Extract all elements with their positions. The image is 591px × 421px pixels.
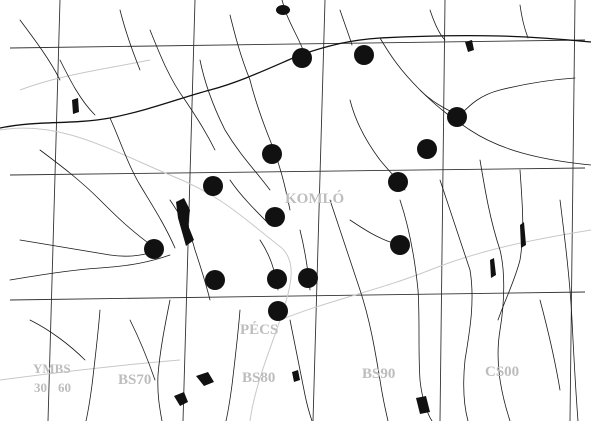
occurrence-dot xyxy=(144,239,164,259)
river-n8 xyxy=(519,4,529,39)
lake-1 xyxy=(276,5,290,15)
grid-label-bs90: BS90 xyxy=(362,366,395,382)
occurrence-dot xyxy=(292,48,312,68)
lake-8 xyxy=(416,396,430,414)
grid-line-h3 xyxy=(9,291,586,301)
lake-10 xyxy=(292,370,300,382)
river-c2 xyxy=(199,59,271,191)
road-1 xyxy=(0,127,292,421)
river-e1 xyxy=(479,159,511,421)
river-w1 xyxy=(109,117,176,249)
road-3 xyxy=(0,359,181,381)
road-4 xyxy=(19,59,151,91)
river-s3 xyxy=(157,299,171,421)
river-nw2 xyxy=(19,19,61,81)
grid-label-30: 30 xyxy=(34,380,47,395)
occurrence-dot xyxy=(268,301,288,321)
road-2 xyxy=(279,229,591,321)
river-n5 xyxy=(229,14,251,81)
occurrence-dots xyxy=(144,45,467,321)
river-c1 xyxy=(249,79,291,211)
occurrence-dot xyxy=(203,176,223,196)
river-e5 xyxy=(559,199,579,421)
town-label-komlo: KOMLÓ xyxy=(285,190,344,207)
lake-2 xyxy=(176,198,194,246)
roads xyxy=(0,59,591,421)
river-e2 xyxy=(497,169,524,321)
occurrence-dot xyxy=(298,268,318,288)
river-se1 xyxy=(329,199,389,421)
lake-5 xyxy=(520,222,526,248)
river-s1 xyxy=(289,319,313,421)
river-nw3 xyxy=(119,9,141,71)
occurrence-dot xyxy=(447,107,467,127)
occurrence-dot xyxy=(417,139,437,159)
river-s4 xyxy=(85,309,101,421)
river-n6 xyxy=(339,9,353,46)
grid-line-v4 xyxy=(439,0,446,421)
occurrence-dot xyxy=(205,270,225,290)
grid-label-bs80: BS80 xyxy=(242,370,275,386)
river-n4 xyxy=(459,77,576,116)
occurrence-dot xyxy=(354,45,374,65)
lake-6 xyxy=(490,258,496,278)
river-s2 xyxy=(225,309,241,421)
grid-line-v3 xyxy=(312,0,326,421)
grid-line-v5 xyxy=(569,0,576,421)
river-n7 xyxy=(429,9,446,41)
grid-label-cs00: CS00 xyxy=(485,364,519,380)
occurrence-dot xyxy=(265,207,285,227)
grid-label-bs70: BS70 xyxy=(118,372,151,388)
river-w4 xyxy=(9,254,171,281)
lake-3 xyxy=(196,372,214,386)
river-nw1 xyxy=(59,59,96,116)
water-bodies xyxy=(72,5,526,414)
occurrence-dot xyxy=(267,269,287,289)
lake-9 xyxy=(72,98,79,114)
river-w3 xyxy=(19,239,161,257)
utm-grid xyxy=(9,0,586,421)
grid-line-h2 xyxy=(9,167,586,176)
occurrence-dot xyxy=(262,144,282,164)
grid-label-ymbs: YMBS xyxy=(33,361,71,376)
river-e3 xyxy=(439,179,473,421)
lake-7 xyxy=(465,40,474,52)
grid-label-60: 60 xyxy=(58,380,71,395)
river-sw1 xyxy=(29,319,86,361)
occurrence-dot xyxy=(390,235,410,255)
grid-line-h1 xyxy=(9,39,586,49)
labels: KOMLÓ PÉCS YMBS 30 60 BS70 BS80 BS90 CS0… xyxy=(33,190,519,395)
occurrence-dot xyxy=(388,172,408,192)
river-se2 xyxy=(539,299,561,391)
river-c3 xyxy=(149,29,216,151)
lake-4 xyxy=(174,392,188,406)
river-w2 xyxy=(39,149,156,249)
grid-line-v1 xyxy=(47,0,61,421)
river-sw2 xyxy=(129,319,156,381)
town-label-pecs: PÉCS xyxy=(240,321,278,338)
